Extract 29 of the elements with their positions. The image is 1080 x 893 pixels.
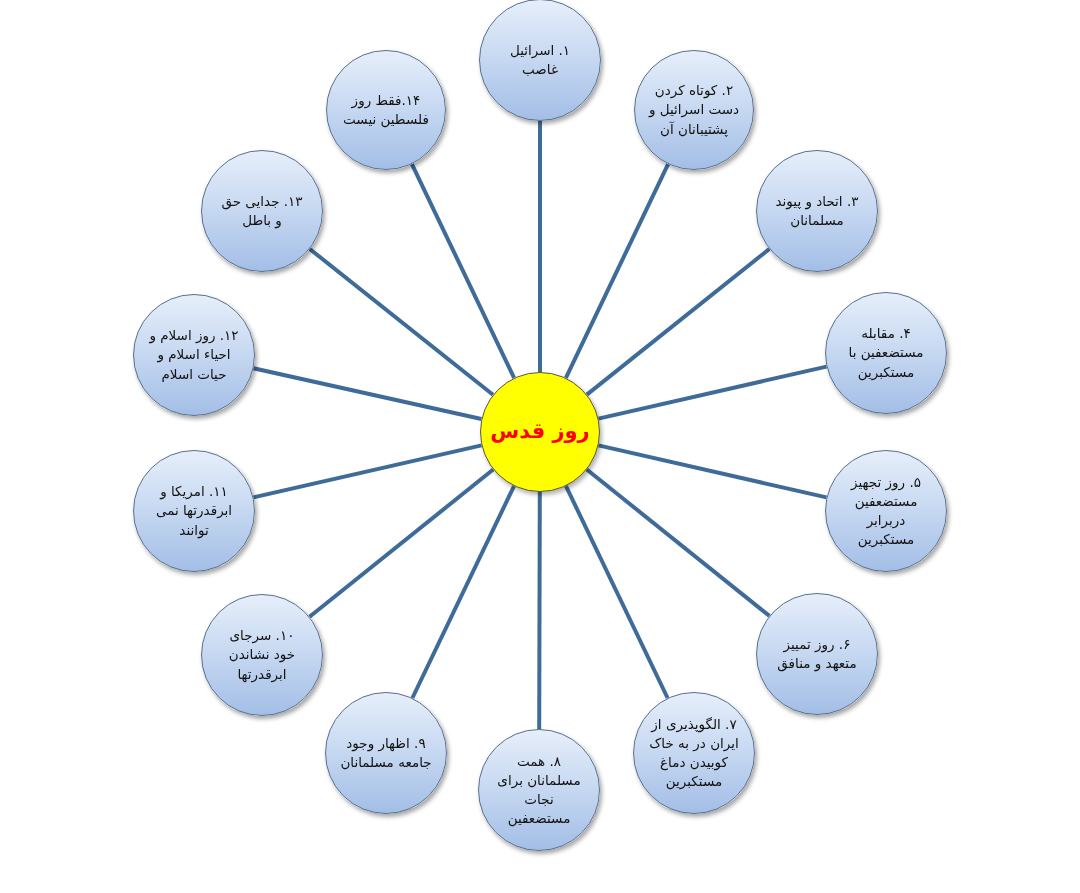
topic-circle: ۱۰. سرجای خود نشاندن ابرقدرتها: [201, 594, 323, 716]
topic-circle: ۶. روز تمییز متعهد و منافق: [756, 593, 878, 715]
topic-circle: ۸. همت مسلمانان برای نجات مستضعفین: [478, 729, 600, 851]
topic-circle: ۱۴.فقط روز فلسطین نیست: [326, 50, 446, 170]
connector-line: [308, 467, 495, 619]
topic-circle: ۹. اظهار وجود جامعه مسلمانان: [325, 692, 447, 814]
connector-line: [537, 492, 542, 729]
connector-line: [253, 366, 482, 421]
connector-line: [598, 364, 827, 421]
topic-circle: ۱۲. روز اسلام و احیاء اسلام و حیات اسلام: [133, 294, 255, 416]
connector-line: [585, 247, 771, 397]
connector-line: [308, 247, 495, 397]
connector-line: [410, 163, 516, 379]
connector-line: [598, 443, 827, 500]
center-circle: روز قدس: [480, 372, 600, 492]
connector-line: [564, 485, 670, 699]
connector-line: [253, 443, 482, 500]
connector-line: [538, 121, 542, 372]
connector-line: [410, 485, 516, 699]
connector-line: [564, 163, 670, 379]
topic-circle: ۵. روز تجهیز مستضعفین دربرابر مستکبرین: [825, 450, 947, 572]
connector-line: [585, 467, 771, 618]
topic-circle: ۱۱. امریکا و ابرقدرتها نمی توانند: [133, 450, 255, 572]
topic-circle: ۱. اسرائیل غاصب: [479, 0, 601, 121]
topic-circle: ۴. مقابله مستضعفین با مستکبرین: [825, 292, 947, 414]
topic-circle: ۳. اتحاد و پیوند مسلمانان: [756, 150, 878, 272]
topic-circle: ۷. الگوپذیری از ایران در به خاک کوبیدن دماغ مستکبرین: [633, 692, 755, 814]
topic-circle: ۲. کوتاه کردن دست اسرائیل و پشتیبانان آن: [634, 50, 754, 170]
topic-circle: ۱۳. جدایی حق و باطل: [201, 150, 323, 272]
